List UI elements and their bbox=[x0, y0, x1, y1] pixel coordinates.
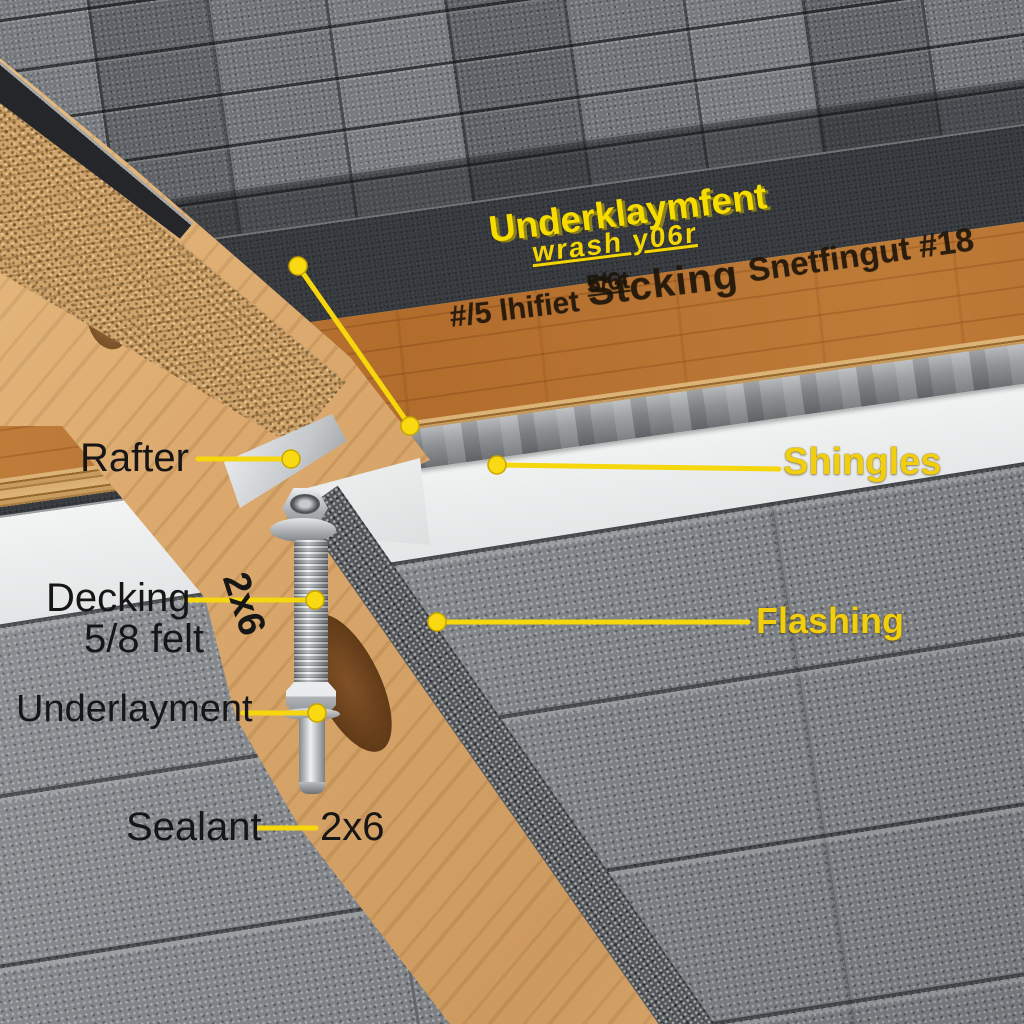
label-shingles: Shingles bbox=[783, 441, 942, 483]
label-underlayment-left: Underlayment bbox=[16, 688, 253, 730]
label-decking-sub: 5/8 felt bbox=[84, 617, 205, 661]
label-sealant: Sealant bbox=[126, 805, 262, 849]
label-rafter: Rafter bbox=[80, 436, 189, 480]
leader-lines bbox=[183, 263, 782, 831]
label-decking: Decking bbox=[46, 576, 191, 620]
bolt-pin bbox=[299, 718, 325, 794]
bolt-threaded-rod bbox=[294, 540, 328, 692]
label-flashing: Flashing bbox=[756, 600, 905, 641]
label-size-2x6: 2x6 bbox=[320, 805, 385, 849]
leader-dots bbox=[281, 256, 507, 723]
bolt-pin-tip bbox=[299, 782, 325, 794]
bolt-head-ring bbox=[290, 494, 320, 514]
bolt-washer bbox=[270, 518, 336, 542]
